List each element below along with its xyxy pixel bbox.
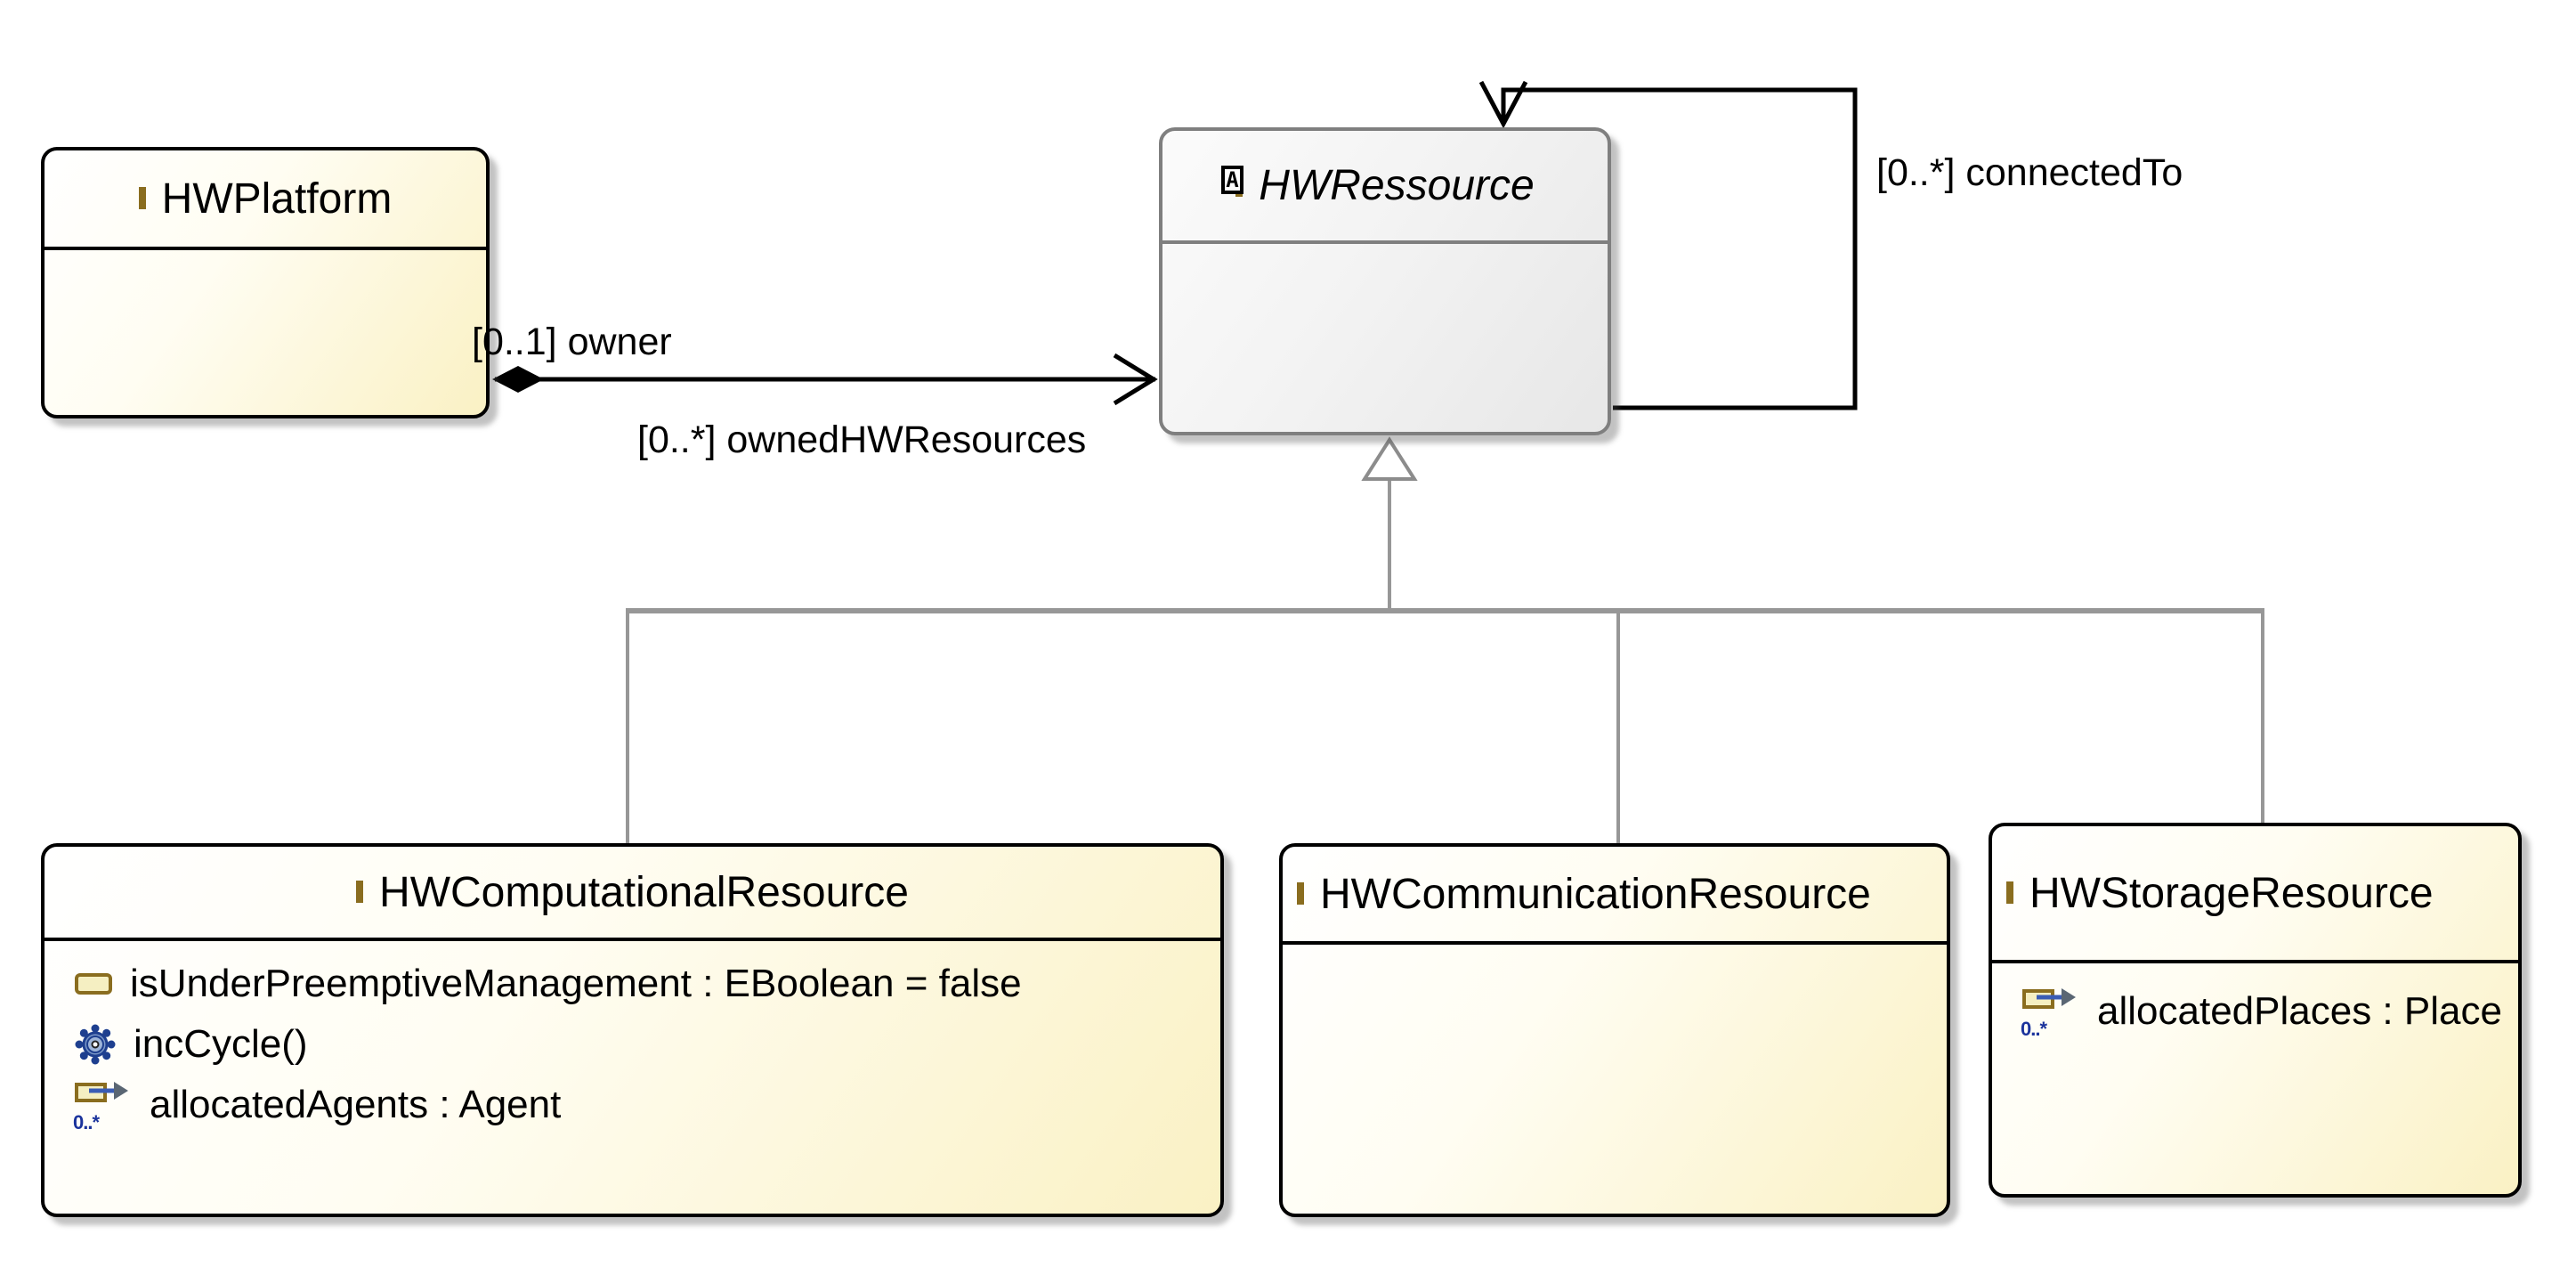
class-node-hwressource[interactable]: A HWRessource xyxy=(1159,127,1611,435)
class-title: HWPlatform xyxy=(161,175,393,223)
edge-label-connectedto[interactable]: [0..*] connectedTo xyxy=(1876,151,2183,194)
abstract-eclass-icon: A xyxy=(1221,165,1243,197)
class-node-hwcomputationalresource[interactable]: HWComputationalResource isUnderPreemptiv… xyxy=(41,843,1224,1217)
class-node-hwstorageresource[interactable]: HWStorageResource 0..* allocatedPlaces :… xyxy=(1989,823,2522,1198)
class-node-hwcommunicationresource[interactable]: HWCommunicationResource xyxy=(1279,843,1950,1217)
composition-diamond-icon xyxy=(492,366,544,393)
multiplicity-decorator: 0..* xyxy=(73,1111,100,1133)
abstract-badge: A xyxy=(1221,165,1243,194)
reference-row[interactable]: 0..* allocatedAgents : Agent xyxy=(45,1075,1220,1135)
self-association-edge-connectedto[interactable] xyxy=(1478,80,1858,410)
eclass-icon xyxy=(356,881,364,903)
eclass-icon xyxy=(2006,881,2013,904)
eclass-icon xyxy=(138,187,146,209)
class-title: HWStorageResource xyxy=(2029,869,2434,917)
reference-row[interactable]: 0..* allocatedPlaces : Place xyxy=(1992,981,2518,1042)
class-node-hwplatform[interactable]: HWPlatform xyxy=(41,147,490,418)
edge-label-owner[interactable]: [0..1] owner xyxy=(472,321,672,363)
class-title: HWComputationalResource xyxy=(379,868,909,916)
eoperation-gear-icon xyxy=(75,1024,116,1065)
reference-text: allocatedPlaces : Place xyxy=(2097,989,2502,1033)
down-arrowhead-icon xyxy=(1478,80,1528,129)
class-title: HWCommunicationResource xyxy=(1320,870,1871,918)
attribute-row[interactable]: isUnderPreemptiveManagement : EBoolean =… xyxy=(45,954,1220,1014)
eclass-icon xyxy=(1297,882,1304,905)
inheritance-triangle-icon xyxy=(1361,436,1418,481)
operation-row[interactable]: incCycle() xyxy=(45,1014,1220,1075)
attribute-text: isUnderPreemptiveManagement : EBoolean =… xyxy=(130,962,1022,1005)
ereference-icon: 0..* xyxy=(2021,986,2079,1040)
reference-text: allocatedAgents : Agent xyxy=(150,1083,562,1126)
class-title: HWRessource xyxy=(1259,162,1535,209)
edge-label-ownedhwresources[interactable]: [0..*] ownedHWResources xyxy=(637,418,1087,461)
multiplicity-decorator: 0..* xyxy=(2021,1018,2047,1040)
open-arrowhead-icon xyxy=(1113,353,1158,406)
generalization-edges[interactable] xyxy=(626,436,2264,847)
ereference-icon: 0..* xyxy=(73,1079,132,1133)
composition-edge-ownedhwresources[interactable] xyxy=(492,353,1158,406)
operation-text: incCycle() xyxy=(134,1022,308,1066)
eattribute-icon xyxy=(75,973,112,995)
